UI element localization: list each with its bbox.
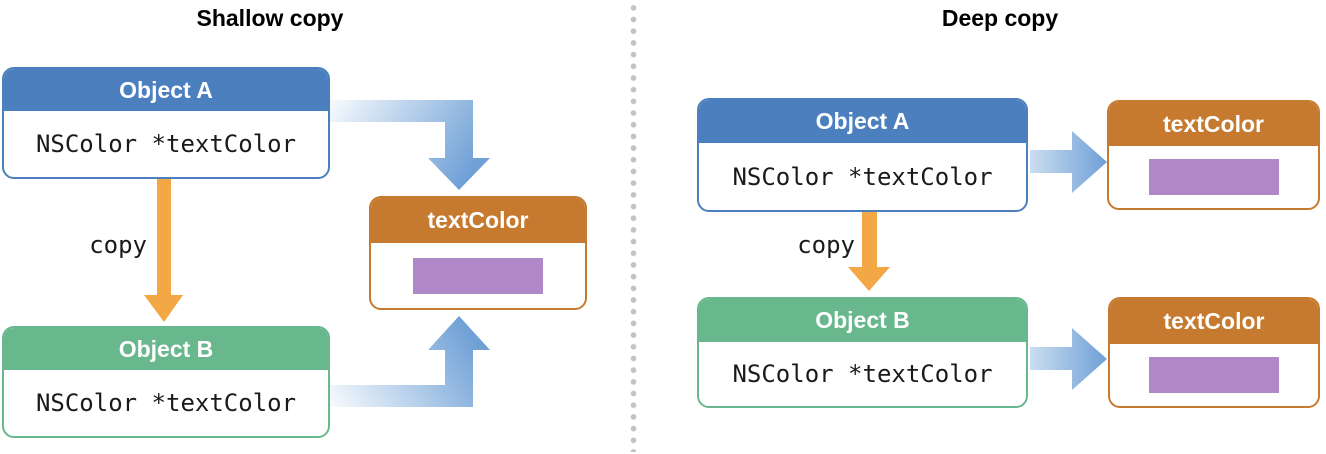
deep-object-a-node: Object A NSColor *textColor: [697, 98, 1028, 212]
shallow-textcolor-title: textColor: [371, 198, 585, 243]
shallow-object-b-title: Object B: [4, 328, 328, 370]
color-swatch: [1148, 159, 1279, 195]
deep-copy-arrow: [848, 212, 890, 291]
color-swatch: [1149, 357, 1279, 393]
deep-pointer-arrow-b: [1030, 328, 1107, 390]
deep-object-b-node: Object B NSColor *textColor: [697, 297, 1028, 408]
shallow-copy-title: Shallow copy: [196, 5, 344, 31]
shallow-copy-arrow-label: copy: [89, 231, 147, 259]
deep-object-a-field: NSColor *textColor: [732, 162, 993, 191]
shallow-textcolor-node: textColor: [369, 196, 587, 310]
shallow-pointer-arrow-a: [330, 100, 490, 190]
deep-textcolor-a-node: textColor: [1107, 100, 1320, 210]
shallow-object-b-field: NSColor *textColor: [35, 389, 297, 417]
shallow-object-a-title: Object A: [4, 69, 328, 111]
deep-textcolor-a-title: textColor: [1109, 102, 1318, 146]
deep-object-b-title: Object B: [699, 299, 1026, 342]
panel-divider: [627, 2, 640, 452]
shallow-pointer-arrow-b: [330, 316, 490, 407]
deep-object-a-title: Object A: [699, 100, 1026, 143]
shallow-copy-arrow: [144, 179, 183, 322]
deep-pointer-arrow-a: [1030, 131, 1107, 193]
shallow-object-a-node: Object A NSColor *textColor: [2, 67, 330, 179]
shallow-object-a-field: NSColor *textColor: [35, 130, 297, 158]
deep-textcolor-b-title: textColor: [1110, 299, 1318, 344]
deep-copy-arrow-label: copy: [797, 231, 855, 259]
shallow-object-b-node: Object B NSColor *textColor: [2, 326, 330, 438]
deep-object-b-field: NSColor *textColor: [732, 360, 993, 388]
deep-copy-title: Deep copy: [941, 5, 1059, 31]
color-swatch: [413, 257, 543, 294]
deep-textcolor-b-node: textColor: [1108, 297, 1320, 408]
